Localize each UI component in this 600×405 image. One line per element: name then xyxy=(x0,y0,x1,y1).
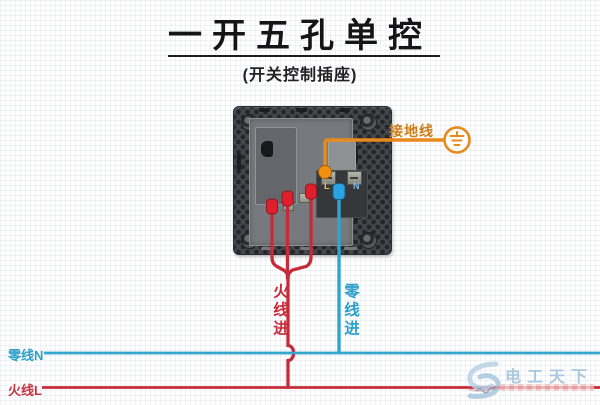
mount-slot xyxy=(296,108,307,112)
mount-slot xyxy=(339,108,350,112)
mounting-frame: L N xyxy=(249,118,368,246)
switch-keyhole xyxy=(261,141,273,157)
terminal-l-label: L xyxy=(324,181,330,191)
page-subtitle: (开关控制插座) xyxy=(242,67,358,84)
mount-slot xyxy=(259,108,270,112)
wall-plate: L N xyxy=(233,106,392,255)
switch-terminal-clamp xyxy=(299,193,310,203)
watermark-logo-icon xyxy=(467,361,503,399)
mount-slot xyxy=(237,153,241,171)
screw-hole-bottom-right xyxy=(360,232,377,249)
watermark-subtext xyxy=(500,384,594,391)
mount-slot xyxy=(261,247,274,250)
terminal-screw-n xyxy=(347,171,362,185)
watermark-brand: 电工天下 xyxy=(505,369,594,386)
screw-hole-top-right xyxy=(360,114,377,131)
live-in-label: 火线进 xyxy=(271,283,288,339)
live-bus-label: 火线L xyxy=(8,383,42,398)
mount-slot xyxy=(300,247,313,250)
mount-slot xyxy=(344,247,357,250)
switch-module xyxy=(255,127,297,205)
ground-symbol-icon xyxy=(443,126,471,154)
neutral-bus-label: 零线N xyxy=(8,348,44,363)
page-title: 一开五孔单控 xyxy=(168,17,432,55)
title-underline xyxy=(168,55,440,57)
terminal-n-label: N xyxy=(353,181,360,191)
switch-terminal-clamp xyxy=(283,201,294,211)
ground-wire-label: 接地线 xyxy=(389,123,434,139)
neutral-in-label: 零线进 xyxy=(342,283,359,339)
